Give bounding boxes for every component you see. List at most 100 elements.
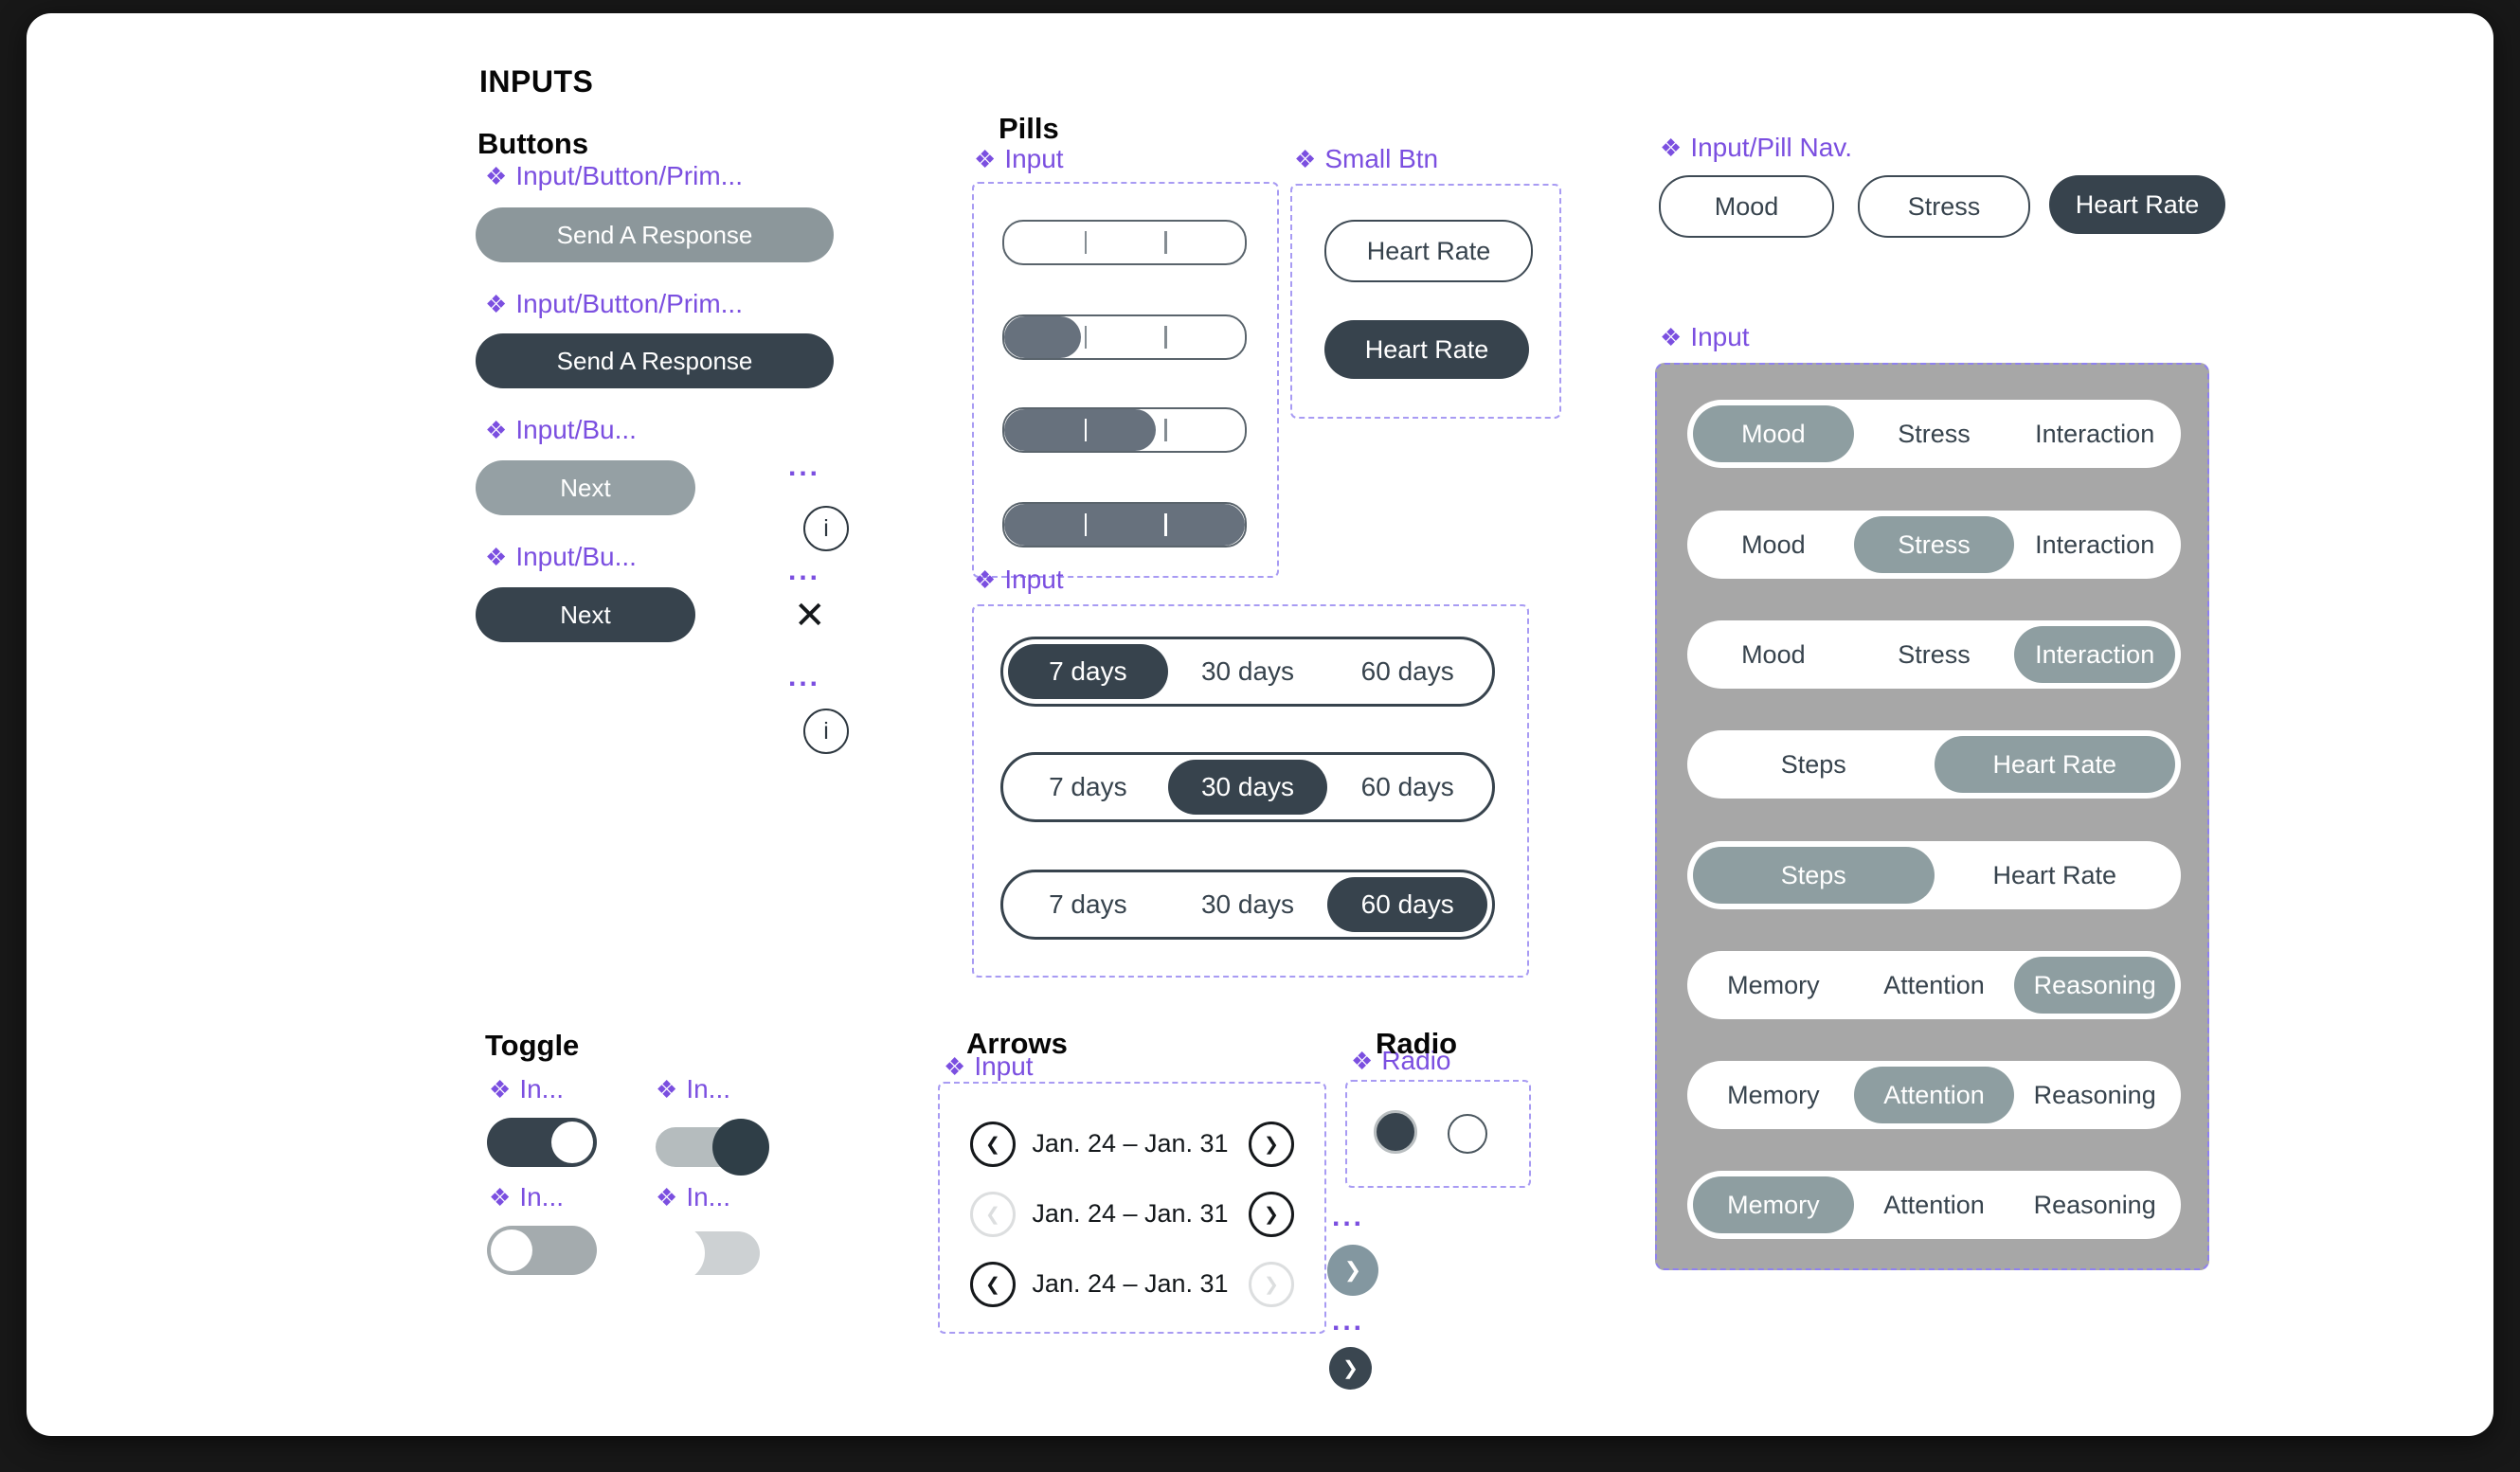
toggle-on-dark[interactable] [487,1118,597,1167]
segmented-control: Memory Attention Reasoning [1687,1061,2181,1129]
pill-nav-mood[interactable]: Mood [1659,175,1834,238]
segment-reasoning[interactable]: Reasoning [2033,1080,2156,1109]
segment-steps[interactable]: Steps [1780,749,1846,779]
segment-memory[interactable]: Memory [1727,1080,1820,1109]
radio-selected[interactable] [1374,1110,1417,1154]
small-btn-component-frame [1290,184,1561,419]
toggle-on-gray[interactable] [656,1119,769,1176]
component-label-text: In... [686,1074,731,1104]
arrow-left-icon[interactable]: ❮ [970,1262,1016,1307]
next-button-gray[interactable]: Next [476,460,695,515]
segment-interaction[interactable]: Interaction [2014,626,2176,683]
segment-attention[interactable]: Attention [1883,970,1985,999]
component-label: ❖ In... [656,1074,730,1104]
segment-7-days[interactable]: 7 days [1008,644,1168,699]
component-label: ❖ In... [489,1182,564,1212]
segment-memory[interactable]: Memory [1727,970,1820,999]
component-icon: ❖ [489,1183,512,1212]
segment-stress[interactable]: Stress [1898,419,1971,448]
heart-rate-button-outline[interactable]: Heart Rate [1324,220,1533,282]
segment-attention[interactable]: Attention [1853,1067,2015,1123]
toggle-knob [648,1225,705,1282]
component-label-text: Input [974,1051,1034,1081]
date-range: Jan. 24 – Jan. 31 [1032,1129,1229,1158]
segment-30-days[interactable]: 30 days [1200,656,1295,686]
component-label: ❖ Input/Bu... [485,542,637,572]
component-icon: ❖ [1294,145,1317,173]
arrow-left-icon[interactable]: ❮ [970,1122,1016,1167]
segment-60-days[interactable]: 60 days [1360,772,1454,801]
info-icon[interactable]: i [803,506,849,551]
segment-attention[interactable]: Attention [1883,1190,1985,1219]
arrow-right-icon[interactable]: ❯ [1249,1192,1294,1237]
next-arrow-button-sage[interactable]: ❯ [1327,1245,1378,1296]
radio-component-frame [1345,1080,1531,1188]
truncated-label-ellipsis: ... [1332,1201,1365,1232]
component-label-text: In... [686,1182,731,1212]
progress-pill-one-third[interactable] [1002,314,1247,360]
arrow-right-icon[interactable]: ❯ [1249,1122,1294,1167]
segment-reasoning[interactable]: Reasoning [2033,1190,2156,1219]
send-response-button-gray[interactable]: Send A Response [476,207,834,262]
component-label-text: Small Btn [1324,144,1439,173]
arrow-right-icon-disabled: ❯ [1249,1262,1294,1307]
segment-steps[interactable]: Steps [1693,847,1935,904]
segment-interaction[interactable]: Interaction [2035,419,2155,448]
segment-interaction[interactable]: Interaction [2035,530,2155,559]
toggle-knob [551,1122,593,1163]
radio-unselected[interactable] [1448,1114,1487,1154]
component-icon: ❖ [974,145,997,173]
pills-heading: Pills [999,112,1059,145]
segment-stress[interactable]: Stress [1853,516,2015,573]
segment-heart-rate[interactable]: Heart Rate [1992,860,2117,889]
send-response-button-dark[interactable]: Send A Response [476,333,834,388]
slider-fill [1004,316,1082,358]
segment-mood[interactable]: Mood [1693,405,1854,462]
segmented-control: Memory Attention Reasoning [1687,1171,2181,1239]
component-label: ❖ Input [944,1051,1034,1082]
segment-mood[interactable]: Mood [1741,639,1806,669]
segment-60-days[interactable]: 60 days [1327,877,1488,932]
pill-nav-stress[interactable]: Stress [1858,175,2030,238]
segmented-control: Steps Heart Rate [1687,730,2181,799]
next-arrow-button-dark[interactable]: ❯ [1329,1347,1372,1390]
segment-heart-rate[interactable]: Heart Rate [1934,736,2175,793]
segment-30-days[interactable]: 30 days [1167,760,1328,815]
component-icon: ❖ [485,416,508,444]
slider-tick [1084,325,1088,350]
page-title: INPUTS [479,64,594,99]
component-label: ❖ In... [656,1182,730,1212]
slider-tick [1164,230,1167,255]
toggle-off-gray[interactable] [487,1226,597,1275]
segment-mood[interactable]: Mood [1741,530,1806,559]
segment-30-days[interactable]: 30 days [1200,889,1295,919]
progress-pill-full[interactable] [1002,502,1247,548]
segment-reasoning[interactable]: Reasoning [2014,957,2176,1014]
toggle-heading: Toggle [485,1029,580,1062]
info-icon[interactable]: i [803,709,849,754]
days-component-frame [972,604,1529,978]
pills-component-frame [972,182,1279,578]
toggle-off-light[interactable] [648,1225,760,1282]
next-button-dark[interactable]: Next [476,587,695,642]
slider-tick [1164,418,1167,442]
component-icon: ❖ [974,565,997,594]
progress-pill-two-thirds[interactable] [1002,407,1247,453]
segment-60-days[interactable]: 60 days [1360,656,1454,686]
heart-rate-button-filled[interactable]: Heart Rate [1324,320,1529,379]
segment-stress[interactable]: Stress [1898,639,1971,669]
slider-tick [1084,418,1088,442]
pill-nav-panel: Mood Stress Interaction Mood Stress Inte… [1655,363,2209,1270]
slider-tick [1164,512,1167,537]
component-icon: ❖ [489,1075,512,1104]
pill-nav-heart-rate[interactable]: Heart Rate [2049,175,2225,234]
component-label-text: Input/Button/Prim... [515,289,743,318]
segment-memory[interactable]: Memory [1693,1176,1854,1233]
component-label-text: Input [1690,322,1750,351]
component-label-text: Input [1004,565,1064,594]
segment-7-days[interactable]: 7 days [1049,889,1127,919]
segment-7-days[interactable]: 7 days [1049,772,1127,801]
segmented-control: Mood Stress Interaction [1687,400,2181,468]
progress-pill-empty[interactable] [1002,220,1247,265]
close-icon[interactable]: ✕ [794,595,826,637]
